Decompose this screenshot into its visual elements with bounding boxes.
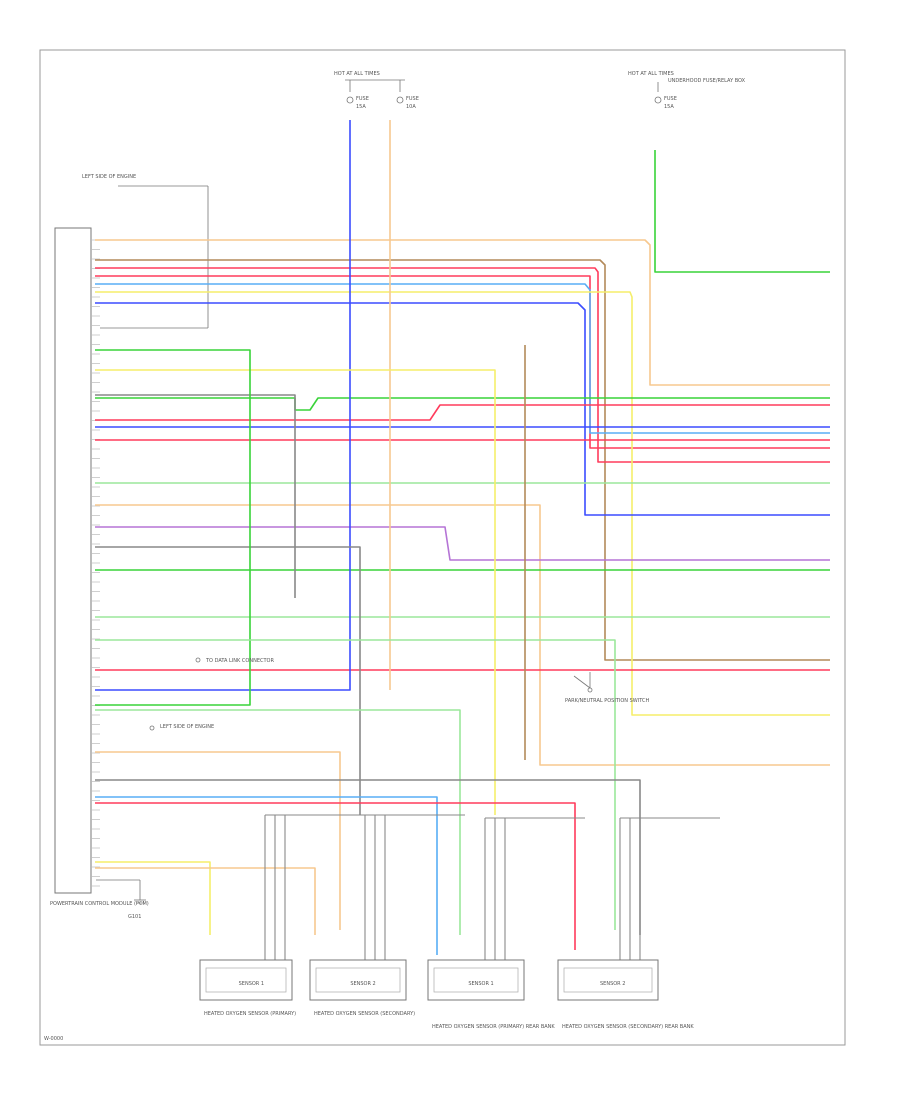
engine-callout-bottom-label: LEFT SIDE OF ENGINE — [160, 724, 214, 730]
oxygen-sensor-label: HEATED OXYGEN SENSOR (SECONDARY) REAR BA… — [562, 1024, 694, 1030]
oxygen-sensor-label: HEATED OXYGEN SENSOR (PRIMARY) REAR BANK — [432, 1024, 555, 1030]
wire — [95, 709, 461, 935]
oxygen-sensor-conn: SENSOR 2 — [350, 981, 375, 987]
wire — [95, 639, 616, 930]
data-link-dot — [195, 657, 201, 663]
wire — [95, 369, 496, 815]
fuse-1b-name: FUSE — [406, 96, 419, 102]
wire — [95, 267, 830, 463]
wire — [95, 751, 341, 930]
fuse-1b-rating: 10A — [406, 104, 416, 110]
oxygen-sensor-conn: SENSOR 1 — [468, 981, 493, 987]
wire — [95, 283, 830, 434]
oxygen-sensor-label: HEATED OXYGEN SENSOR (SECONDARY) — [314, 1011, 415, 1017]
wire — [95, 349, 251, 706]
fuse-block-2-label: HOT AT ALL TIMES — [628, 71, 674, 77]
fuse-block-1-label: HOT AT ALL TIMES — [334, 71, 380, 77]
oxygen-sensor-element — [433, 967, 519, 993]
wire — [95, 867, 316, 935]
wire-layer — [95, 120, 830, 960]
fuse-1a-name: FUSE — [356, 96, 369, 102]
wire — [95, 526, 830, 561]
switch-blade — [573, 675, 591, 689]
oxygen-sensor-conn: SENSOR 1 — [239, 981, 264, 987]
oxygen-sensor-box — [427, 959, 525, 1001]
switch-contact — [587, 687, 593, 693]
fuse-2a-rating: 15A — [664, 104, 674, 110]
wire — [95, 291, 830, 716]
wire — [95, 275, 830, 449]
fuse-2a-name: FUSE — [664, 96, 677, 102]
wire — [95, 397, 830, 411]
data-link-callout: TO DATA LINK CONNECTOR — [195, 657, 274, 664]
oxygen-sensor-box — [199, 959, 293, 1001]
ground-g101: G101 — [96, 879, 146, 920]
engine-callout-top: LEFT SIDE OF ENGINE — [82, 174, 209, 329]
fuse-1b-icon — [396, 96, 404, 104]
oxygen-sensor-element — [563, 967, 653, 993]
engine-callout-bottom: LEFT SIDE OF ENGINE — [149, 724, 214, 731]
pcm-module — [54, 227, 92, 894]
wire — [95, 394, 296, 598]
park-neutral-switch: PARK/NEUTRAL POSITION SWITCH — [565, 672, 649, 704]
wire — [95, 546, 361, 815]
switch-label: PARK/NEUTRAL POSITION SWITCH — [565, 698, 649, 704]
wire — [95, 302, 830, 516]
oxygen-sensor-element — [315, 967, 401, 993]
oxygen-sensors: SENSOR 1 HEATED OXYGEN SENSOR (PRIMARY) SE… — [199, 959, 694, 1030]
wire — [95, 802, 576, 950]
oxygen-sensor-conn: SENSOR 2 — [600, 981, 625, 987]
wire — [95, 861, 211, 935]
oxygen-sensor-box — [309, 959, 407, 1001]
diagram-frame — [39, 49, 846, 1046]
wire — [654, 150, 830, 273]
wire — [95, 504, 830, 766]
wire — [95, 796, 438, 955]
figure-code: W-0000 — [44, 1036, 63, 1042]
fuse-block-1: HOT AT ALL TIMES FUSE 15A FUSE 10A — [334, 71, 419, 110]
fuse-1a-icon — [346, 96, 354, 104]
oxygen-sensor-element — [205, 967, 287, 993]
data-link-label: TO DATA LINK CONNECTOR — [205, 658, 274, 664]
fuse-1a-rating: 15A — [356, 104, 366, 110]
pcm-pins — [91, 239, 100, 887]
engine-callout-bottom-dot — [149, 725, 155, 731]
fuse-2a-icon — [654, 96, 662, 104]
ground-label: G101 — [128, 914, 141, 920]
fuse-block-2-note: UNDERHOOD FUSE/RELAY BOX — [668, 78, 746, 84]
engine-callout-top-label: LEFT SIDE OF ENGINE — [82, 174, 136, 180]
oxygen-sensor-label: HEATED OXYGEN SENSOR (PRIMARY) — [204, 1011, 296, 1017]
wire — [95, 404, 830, 421]
oxygen-sensor-box — [557, 959, 659, 1001]
fuse-block-2: HOT AT ALL TIMES UNDERHOOD FUSE/RELAY BO… — [628, 71, 746, 110]
wire — [95, 259, 830, 661]
wire — [95, 239, 830, 386]
pcm-label: POWERTRAIN CONTROL MODULE (PCM) — [50, 901, 149, 907]
wire — [95, 120, 351, 691]
